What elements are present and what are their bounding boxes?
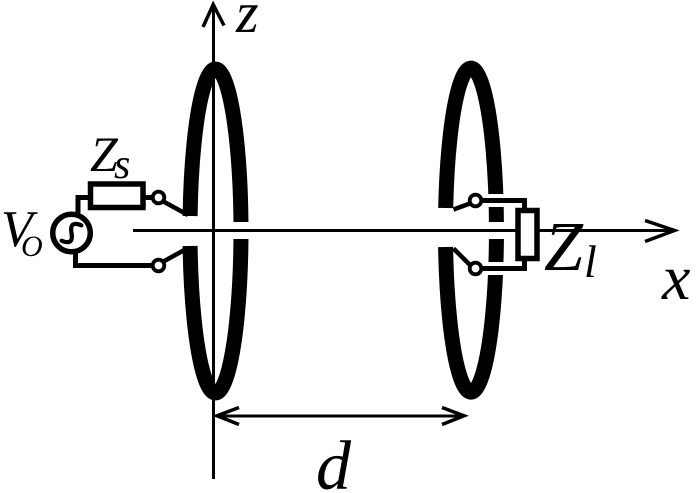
load-resistor bbox=[515, 207, 540, 262]
source-impedance-label: Z bbox=[90, 126, 119, 182]
source-bottom-terminal bbox=[150, 257, 167, 274]
x-axis-arrowhead-icon bbox=[644, 218, 680, 244]
sine-wave-icon bbox=[59, 221, 84, 245]
load-bottom-wire bbox=[483, 258, 527, 271]
source-bottom-lead bbox=[161, 246, 190, 264]
load-top-lead bbox=[452, 201, 471, 212]
distance-arrow-left-head-icon bbox=[212, 405, 240, 427]
source-impedance-subscript: s bbox=[114, 142, 130, 188]
source-voltage-label: V bbox=[1, 201, 38, 258]
load-top-wire bbox=[483, 198, 527, 211]
load-impedance-label: Z bbox=[544, 209, 584, 286]
source-voltage-subscript: O bbox=[21, 230, 43, 263]
z-axis-arrowhead-icon bbox=[201, 0, 226, 28]
source-top-wire bbox=[75, 195, 91, 213]
source-top-lead bbox=[161, 199, 190, 217]
source-top-terminal bbox=[150, 189, 167, 206]
x-axis-label: x bbox=[661, 242, 690, 313]
load-bottom-terminal bbox=[467, 260, 484, 277]
distance-arrow-right-head-icon bbox=[441, 405, 469, 427]
distance-label: d bbox=[316, 428, 352, 493]
load-bottom-lead bbox=[451, 246, 472, 267]
load-impedance-subscript: l bbox=[584, 236, 597, 287]
source-bottom-wire bbox=[73, 252, 153, 268]
load-top-terminal bbox=[467, 192, 484, 209]
z-axis-label: z bbox=[235, 0, 259, 45]
